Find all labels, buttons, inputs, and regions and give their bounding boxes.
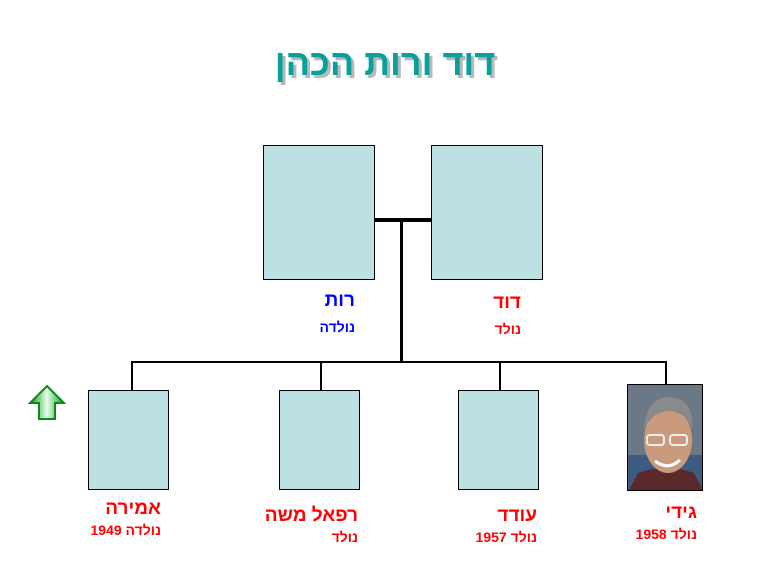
green-up-arrow-icon[interactable]: [27, 384, 67, 422]
child-name-gidi: גידי: [665, 502, 697, 523]
parent-name-ruth: רות: [324, 290, 355, 311]
parent-born-ruth: נולדה: [319, 319, 355, 335]
child-drop-line: [320, 361, 322, 391]
child-name-amira: אמירה: [105, 498, 161, 519]
child-drop-line: [131, 361, 133, 391]
portrait-image: [628, 385, 702, 490]
child-name-refael: רפאל משה: [264, 505, 358, 526]
child-drop-line: [665, 361, 667, 385]
photo-gidi[interactable]: [627, 384, 703, 491]
page-title: דוד ורות הכהן: [274, 42, 496, 83]
child-born-oded: נולד 1957: [475, 529, 537, 545]
child-born-gidi: נולד 1958: [635, 526, 697, 542]
child-name-oded: עודד: [497, 505, 537, 526]
photo-box-amira[interactable]: [88, 390, 169, 490]
couple-connector: [375, 218, 431, 222]
parent-name-david: דוד: [493, 292, 521, 313]
photo-box-oded[interactable]: [458, 390, 539, 490]
photo-box-david[interactable]: [431, 145, 543, 280]
children-bar: [131, 361, 667, 363]
child-drop-line: [499, 361, 501, 391]
child-born-amira: נולדה 1949: [90, 522, 161, 538]
photo-box-ruth[interactable]: [263, 145, 375, 280]
photo-box-refael[interactable]: [279, 390, 360, 490]
parent-born-david: נולד: [494, 321, 521, 337]
descent-line: [400, 220, 403, 363]
child-born-refael: נולד: [331, 529, 358, 545]
